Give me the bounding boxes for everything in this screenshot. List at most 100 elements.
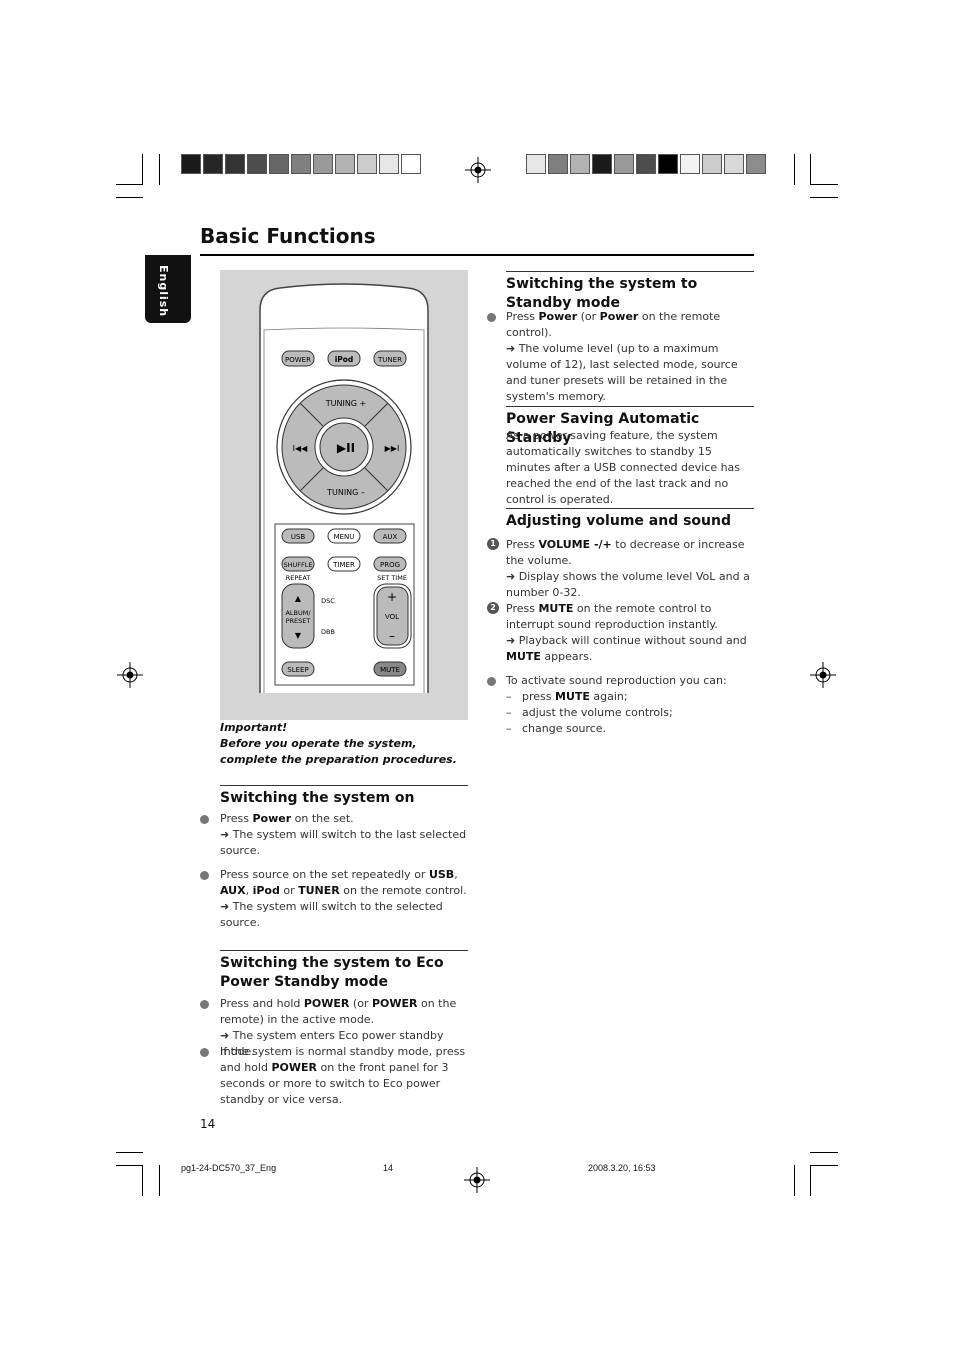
crop-mark bbox=[810, 197, 838, 198]
crop-mark bbox=[142, 154, 143, 185]
remote-arrow-down: ▼ bbox=[295, 631, 302, 640]
result-text: ➜ Display shows the volume level VoL and… bbox=[506, 570, 750, 599]
color-swatch bbox=[592, 154, 612, 174]
section-heading-switch-on: Switching the system on bbox=[220, 785, 468, 808]
registration-mark-icon bbox=[810, 662, 836, 688]
remote-btn-mute: MUTE bbox=[380, 666, 400, 674]
bold-text: Power bbox=[599, 310, 639, 323]
remote-label-dsc: DSC bbox=[321, 597, 335, 605]
text: Press bbox=[220, 812, 253, 825]
remote-tuning-plus: TUNING + bbox=[325, 399, 367, 408]
remote-btn-timer: TIMER bbox=[332, 561, 355, 569]
crop-mark bbox=[116, 197, 143, 198]
color-swatch bbox=[357, 154, 377, 174]
text: to decrease or increase the volume. bbox=[506, 538, 745, 567]
result-text: ➜ The system enters Eco power standby mo… bbox=[220, 1029, 444, 1058]
text: (or bbox=[577, 310, 600, 323]
color-swatch bbox=[636, 154, 656, 174]
remote-label-dbb: DBB bbox=[321, 628, 335, 636]
page-title: Basic Functions bbox=[200, 224, 376, 248]
remote-illustration: POWER iPod TUNER TUNING + TUNING – ▶II I… bbox=[220, 270, 468, 720]
remote-preset-label: PRESET bbox=[286, 617, 311, 625]
text: Press bbox=[506, 310, 539, 323]
text: If the system is normal standby mode, pr… bbox=[220, 1045, 466, 1074]
crop-mark bbox=[159, 154, 160, 185]
result-text: ➜ Playback will continue without sound a… bbox=[506, 634, 747, 647]
step-number-1: 1 bbox=[487, 538, 499, 550]
power-saving-body: As a power-saving feature, the system au… bbox=[506, 429, 741, 506]
text: press bbox=[522, 690, 555, 703]
switch-on-step-1: Press Power on the set. ➜ The system wil… bbox=[220, 811, 470, 859]
text: on the set. bbox=[291, 812, 354, 825]
color-swatch bbox=[680, 154, 700, 174]
remote-label-settime: SET TIME bbox=[377, 574, 407, 582]
important-body: Before you operate the system, complete … bbox=[220, 737, 457, 766]
remote-btn-tuner: TUNER bbox=[377, 356, 402, 364]
result-text: ➜ The system will switch to the selected… bbox=[220, 900, 443, 929]
remote-vol-label: VOL bbox=[385, 613, 399, 621]
text: on the remote control to interrupt sound… bbox=[506, 602, 718, 631]
remote-vol-plus: + bbox=[387, 590, 397, 604]
remote-btn-prog: PROG bbox=[380, 561, 400, 569]
text: Press bbox=[506, 602, 539, 615]
color-swatch bbox=[658, 154, 678, 174]
crop-mark bbox=[116, 1152, 143, 1153]
text: , bbox=[245, 884, 253, 897]
remote-control-drawing: POWER iPod TUNER TUNING + TUNING – ▶II I… bbox=[259, 283, 429, 693]
crop-mark bbox=[810, 154, 811, 185]
bullet-icon bbox=[200, 1048, 209, 1057]
remote-btn-sleep: SLEEP bbox=[287, 666, 308, 674]
footer-page: 14 bbox=[383, 1163, 394, 1173]
eco-step-1: Press and hold POWER (or POWER on the re… bbox=[220, 996, 470, 1060]
language-label: English bbox=[157, 265, 170, 318]
text: on the remote) in the active mode. bbox=[220, 997, 457, 1026]
bold-text: VOLUME -/+ bbox=[538, 538, 612, 551]
bullet-icon bbox=[487, 313, 496, 322]
color-swatch bbox=[379, 154, 399, 174]
text: Press bbox=[506, 538, 539, 551]
text: on the remote control. bbox=[339, 884, 467, 897]
step-number-2: 2 bbox=[487, 602, 499, 614]
remote-label-repeat: REPEAT bbox=[286, 574, 311, 582]
remote-play-pause: ▶II bbox=[337, 441, 355, 455]
text: Press source on the set repeatedly or bbox=[220, 868, 429, 881]
bullet-icon bbox=[200, 871, 209, 880]
list-item: –adjust the volume controls; bbox=[506, 705, 756, 721]
color-swatch bbox=[724, 154, 744, 174]
remote-btn-power: POWER bbox=[285, 356, 311, 364]
footer-date: 2008.3.20, 16:53 bbox=[588, 1163, 656, 1173]
crop-mark bbox=[159, 1165, 160, 1196]
bold-text: AUX bbox=[220, 884, 246, 897]
bold-text: MUTE bbox=[555, 690, 590, 703]
crop-mark bbox=[116, 1165, 143, 1166]
text: on the front panel for 3 seconds or more… bbox=[220, 1061, 449, 1106]
result-text: appears. bbox=[540, 650, 593, 663]
bullet-icon bbox=[200, 1000, 209, 1009]
result-text: ➜ The volume level (up to a maximum volu… bbox=[506, 342, 738, 403]
registration-mark-icon bbox=[117, 662, 143, 688]
bold-text: MUTE bbox=[506, 650, 541, 663]
text: change source. bbox=[522, 722, 607, 735]
text: Press and hold bbox=[220, 997, 304, 1010]
bullet-icon bbox=[200, 815, 209, 824]
bold-text: Power bbox=[252, 812, 292, 825]
bullet-icon bbox=[487, 677, 496, 686]
color-bar-left bbox=[181, 154, 423, 176]
remote-btn-usb: USB bbox=[291, 533, 306, 541]
crop-mark bbox=[794, 154, 795, 185]
standby-step-1: Press Power (or Power on the remote cont… bbox=[506, 309, 756, 405]
text: adjust the volume controls; bbox=[522, 706, 673, 719]
crop-mark bbox=[810, 184, 838, 185]
volume-step-1: Press VOLUME -/+ to decrease or increase… bbox=[506, 537, 756, 601]
crop-mark bbox=[810, 1165, 811, 1196]
text: To activate sound reproduction you can: bbox=[506, 674, 727, 687]
color-swatch bbox=[548, 154, 568, 174]
crop-mark bbox=[810, 1165, 838, 1166]
color-swatch bbox=[401, 154, 421, 174]
color-swatch bbox=[570, 154, 590, 174]
color-swatch bbox=[702, 154, 722, 174]
section-heading-power-saving: Power Saving Automatic Standby bbox=[506, 406, 754, 448]
color-swatch bbox=[203, 154, 223, 174]
bold-text: MUTE bbox=[538, 602, 574, 615]
bold-text: USB bbox=[428, 868, 455, 881]
